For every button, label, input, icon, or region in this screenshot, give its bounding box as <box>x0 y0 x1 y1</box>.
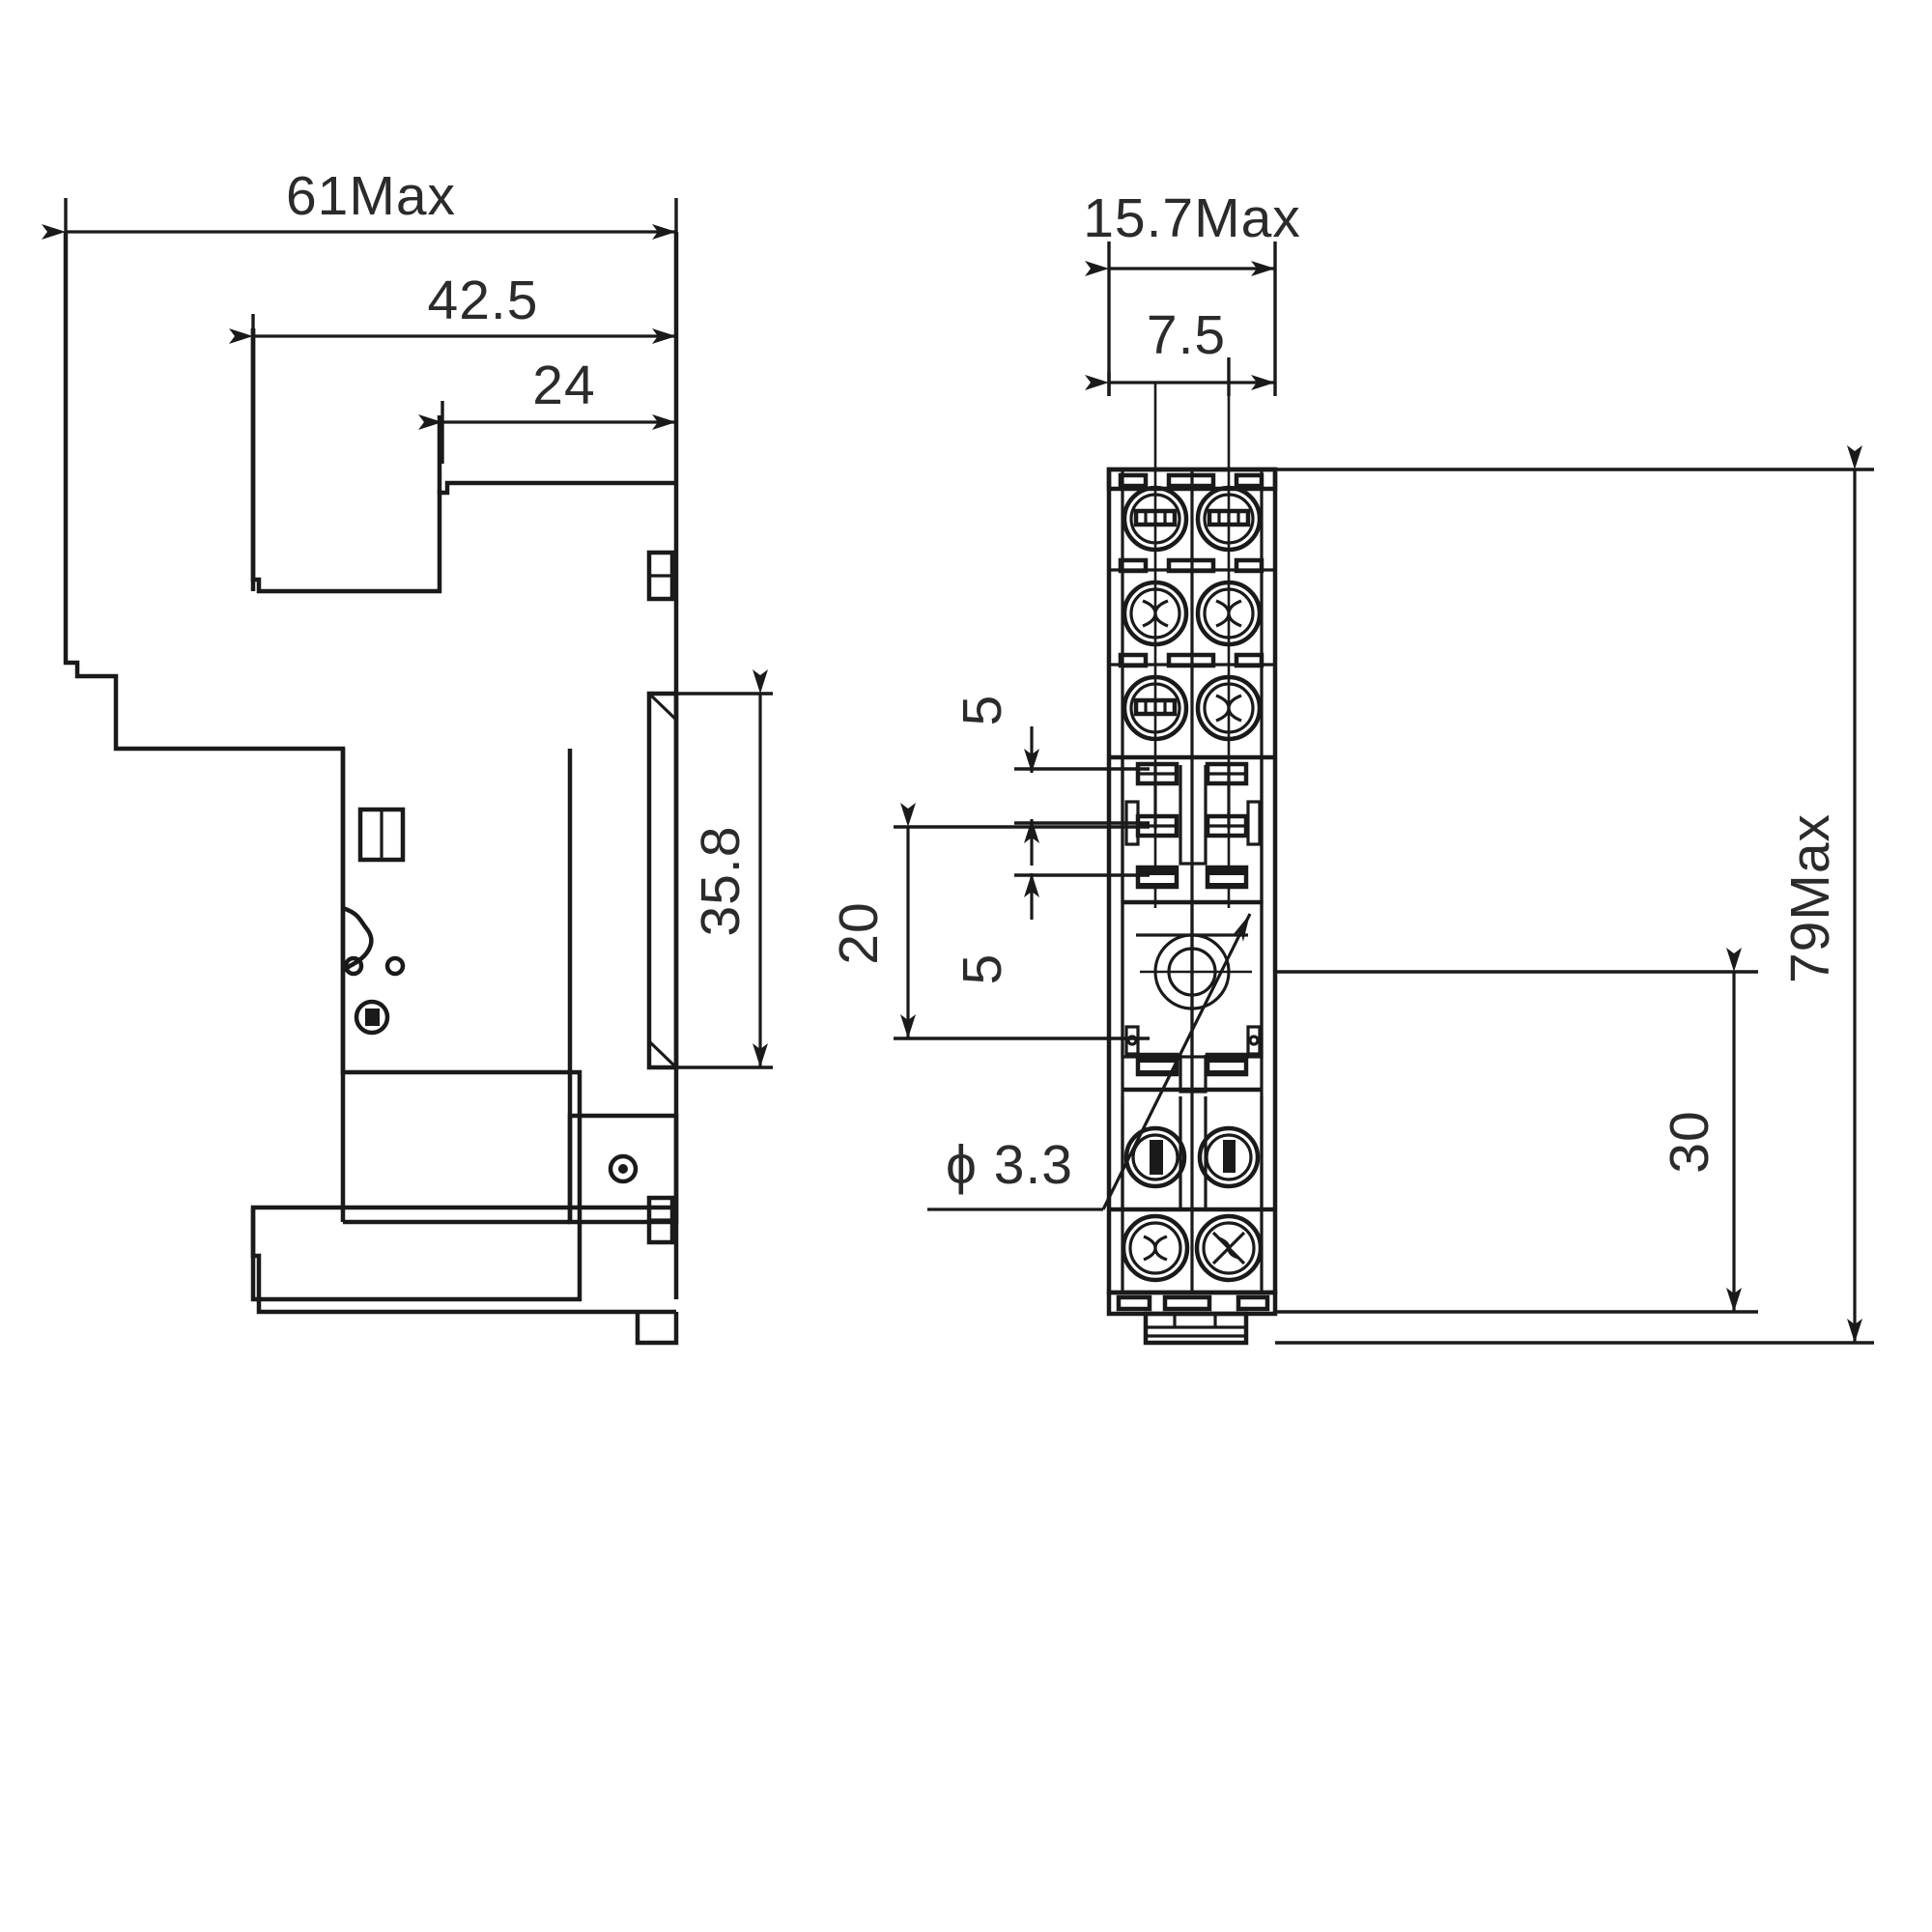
dim-label-42_5: 42.5 <box>428 270 539 331</box>
side-view-mount-holes <box>343 955 406 977</box>
dim-label-5-lower: 5 <box>952 953 1013 985</box>
side-view-dimensions: 61Max 42.5 24 35.8 <box>42 165 773 1069</box>
front-view-group <box>1106 382 1278 1346</box>
dim-label-phi3_3: ϕ 3.3 <box>946 1134 1073 1196</box>
front-view-bottom-terminal-block <box>1106 1096 1278 1346</box>
side-view-slot-right-upper <box>646 550 675 602</box>
terminal-screw-row4 <box>1123 1125 1261 1189</box>
side-view-right-panel <box>646 691 679 1070</box>
side-view-bottom-tab <box>635 1312 679 1346</box>
terminal-screw-row3 <box>1122 674 1263 742</box>
dim-label-20: 20 <box>828 901 890 964</box>
front-view-din-foot <box>1143 1311 1249 1346</box>
front-view-separator-2 <box>1109 652 1275 668</box>
dim-label-30: 30 <box>1659 1110 1720 1173</box>
dim-label-61max: 61Max <box>286 165 456 227</box>
side-view-base-screw-block <box>567 1113 679 1225</box>
dim-label-35_8: 35.8 <box>690 826 752 937</box>
leader-line-phi3_3 <box>1101 913 1252 1210</box>
dim-label-15_7max: 15.7Max <box>1083 187 1301 249</box>
dim-label-5-upper: 5 <box>952 695 1013 726</box>
side-view-step-42 <box>250 328 676 594</box>
dim-label-79max: 79Max <box>1779 813 1841 983</box>
side-view-group <box>63 232 679 1346</box>
terminal-screw-row1 <box>1122 485 1263 553</box>
side-view-screw-slot <box>354 999 390 1036</box>
front-view-separator-1 <box>1109 557 1275 574</box>
terminal-screw-row2 <box>1122 580 1263 647</box>
front-view-dimensions: 15.7Max 7.5 5 5 20 ϕ 3.3 <box>828 187 1874 1345</box>
dim-label-24: 24 <box>532 355 595 416</box>
dim-label-7_5: 7.5 <box>1147 304 1226 366</box>
phi3_3-mounting-hole <box>1140 933 1252 1010</box>
terminal-screw-row5 <box>1121 1213 1264 1283</box>
side-view-foot <box>250 1208 676 1315</box>
side-view-slot-upper <box>357 807 406 863</box>
